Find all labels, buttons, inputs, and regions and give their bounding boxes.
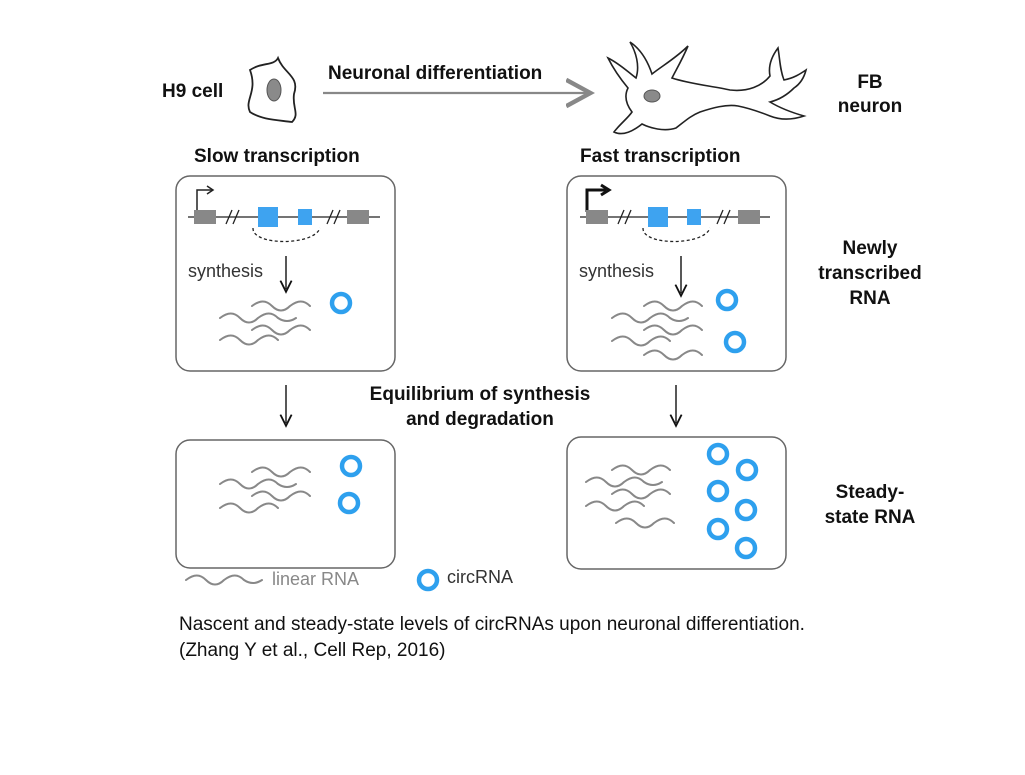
fast-newly-box <box>566 175 787 372</box>
fast-transcription-title: Fast transcription <box>580 146 741 167</box>
fast-newly-circrna <box>715 288 739 312</box>
slow-gene-icon <box>188 185 380 243</box>
legend-linear-rna-icon <box>185 574 263 586</box>
fast-steady-circrna <box>735 458 759 482</box>
legend-circrna-icon <box>416 568 440 592</box>
fb-neuron-label-line2: neuron <box>837 96 903 117</box>
newly-label-line1: Newly <box>842 238 898 259</box>
slow-newly-circrna <box>329 291 353 315</box>
slow-transcription-title: Slow transcription <box>194 146 360 167</box>
fast-synthesis-label: synthesis <box>579 261 655 281</box>
fast-steady-linear-rna <box>585 464 675 529</box>
fast-steady-circrna <box>706 442 730 466</box>
fast-gene-icon <box>580 183 770 243</box>
h9-cell-icon <box>247 55 297 123</box>
neuron-icon <box>606 41 808 135</box>
newly-label-line2: transcribed <box>818 263 922 284</box>
caption-line2: (Zhang Y et al., Cell Rep, 2016) <box>179 640 446 661</box>
caption-line1: Nascent and steady-state levels of circR… <box>179 614 805 635</box>
slow-steady-circrna <box>337 491 361 515</box>
fast-steady-box <box>566 436 787 570</box>
legend-circ-label: circRNA <box>447 567 513 587</box>
fast-steady-circrna <box>706 517 730 541</box>
slow-steady-box <box>175 439 396 569</box>
equilibrium-label-line2: and degradation <box>406 409 554 430</box>
fast-newly-linear-rna <box>611 300 703 361</box>
differentiation-label: Neuronal differentiation <box>328 63 543 84</box>
slow-newly-linear-rna <box>219 300 311 346</box>
steady-label-line1: Steady- <box>835 482 905 503</box>
h9-cell-label: H9 cell <box>162 81 224 102</box>
newly-label-line3: RNA <box>849 288 891 309</box>
fb-neuron-label-line1: FB <box>857 72 883 93</box>
equilibrium-label-line1: Equilibrium of synthesis <box>369 384 591 405</box>
legend-linear-label: linear RNA <box>272 569 360 589</box>
fast-newly-circrna <box>723 330 747 354</box>
steady-label-line2: state RNA <box>824 507 916 528</box>
fast-steady-circrna <box>706 479 730 503</box>
fast-steady-circrna <box>734 536 758 560</box>
neuron-nucleus-icon <box>643 89 661 103</box>
slow-synthesis-label: synthesis <box>188 261 264 281</box>
slow-steady-circrna <box>339 454 363 478</box>
fast-steady-circrna <box>734 498 758 522</box>
slow-steady-linear-rna <box>219 466 311 514</box>
